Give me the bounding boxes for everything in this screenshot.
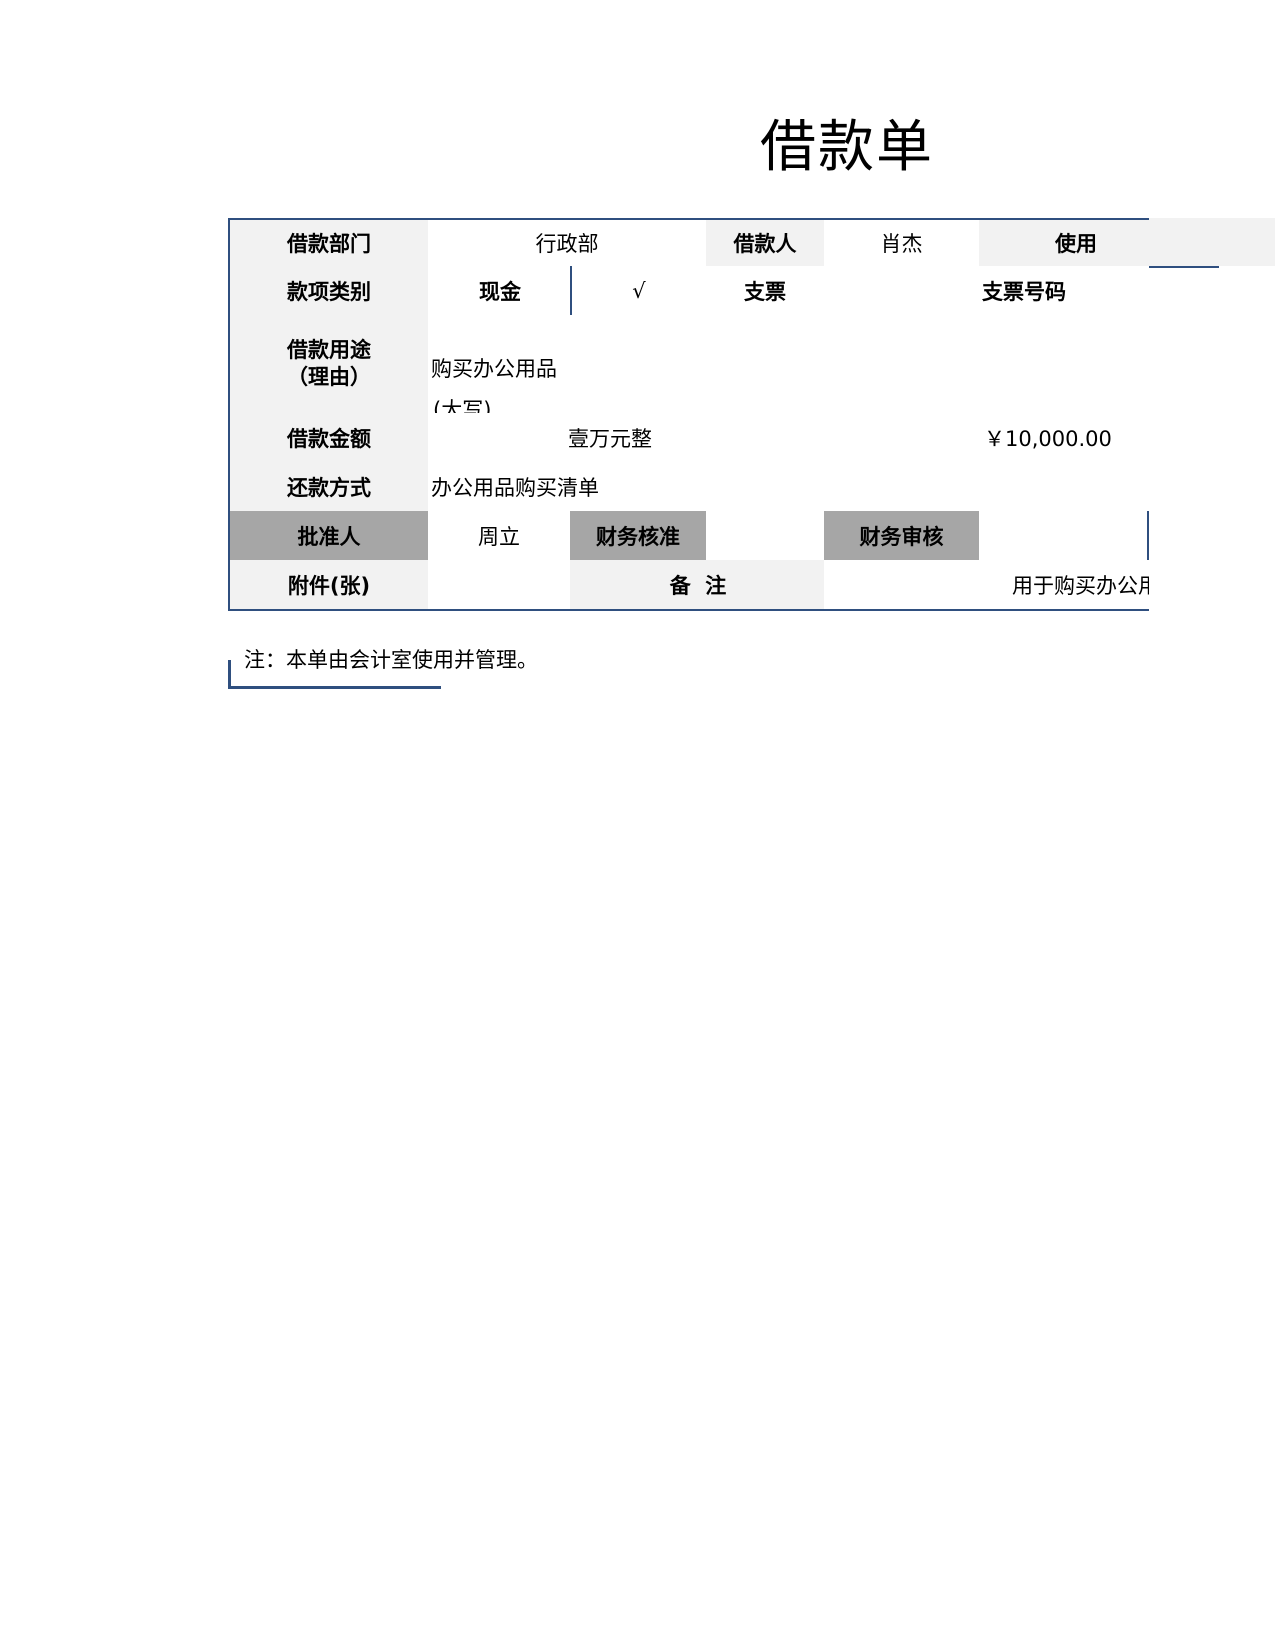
purpose-label-line1: 借款用途 bbox=[287, 338, 371, 362]
loan-form-table: 借款部门 行政部 借款人 肖杰 使用 款项类别 现金 √ 支票 支票号码 借款用… bbox=[228, 218, 1275, 698]
purpose-label-line2: （理由） bbox=[287, 365, 371, 389]
check-value[interactable] bbox=[824, 266, 981, 317]
cash-label: 现金 bbox=[428, 266, 572, 316]
category-label: 款项类别 bbox=[228, 266, 430, 317]
note-bracket-vertical bbox=[228, 660, 231, 688]
fin-review-value[interactable] bbox=[979, 511, 1149, 562]
dept-label: 借款部门 bbox=[228, 218, 430, 268]
note-bracket-horizontal bbox=[228, 686, 441, 689]
amount-caps-hint-wrap: (大写) bbox=[430, 398, 550, 413]
amount-caps-hint: (大写) bbox=[433, 398, 492, 413]
check-label: 支票 bbox=[706, 266, 826, 317]
amount-number[interactable]: ￥10,000.00 bbox=[846, 413, 1149, 464]
fin-approve-label: 财务核准 bbox=[570, 511, 708, 562]
page-title: 借款单 bbox=[760, 115, 934, 180]
attachments-label: 附件(张) bbox=[228, 560, 430, 611]
footer-note: 注：本单由会计室使用并管理。 bbox=[244, 648, 538, 672]
cash-check-mark[interactable]: √ bbox=[570, 266, 708, 317]
amount-caps[interactable]: 壹万元整 bbox=[428, 413, 848, 464]
dept-value[interactable]: 行政部 bbox=[428, 218, 708, 268]
amount-label: 借款金额 bbox=[228, 413, 430, 464]
attachments-value[interactable] bbox=[428, 560, 572, 611]
check-number-label: 支票号码 bbox=[979, 266, 1149, 317]
remark-label: 备 注 bbox=[570, 560, 826, 611]
approver-label: 批准人 bbox=[228, 511, 430, 562]
repay-value[interactable]: 办公用品购买清单 bbox=[428, 462, 1149, 513]
remark-value[interactable]: 用于购买办公用品 bbox=[824, 560, 1149, 611]
borrower-label: 借款人 bbox=[706, 218, 826, 268]
approver-value[interactable]: 周立 bbox=[428, 511, 572, 562]
repay-label: 还款方式 bbox=[228, 462, 430, 513]
fin-approve-value[interactable] bbox=[706, 511, 826, 562]
fin-review-label: 财务审核 bbox=[824, 511, 981, 562]
purpose-label: 借款用途 （理由） bbox=[228, 315, 430, 415]
usage-label-extension bbox=[1149, 218, 1275, 266]
borrower-value[interactable]: 肖杰 bbox=[824, 218, 981, 268]
